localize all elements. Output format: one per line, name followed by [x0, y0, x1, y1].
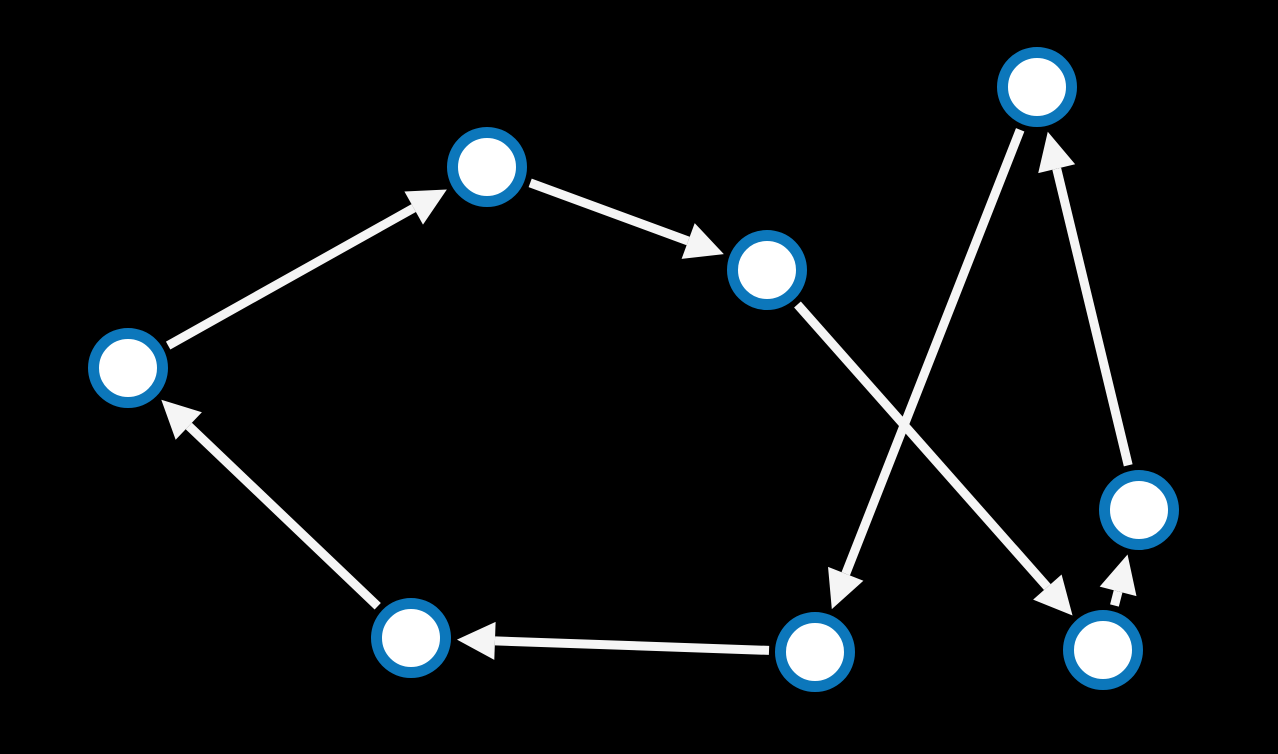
arrowhead-icon [1033, 574, 1073, 616]
graph-edge[interactable] [1110, 590, 1123, 607]
graph-node-circle[interactable] [1063, 610, 1143, 690]
arrowhead-icon [404, 189, 447, 225]
graph-node-circle[interactable] [997, 47, 1077, 127]
graph-node-circle[interactable] [88, 328, 168, 408]
graph-node[interactable] [1099, 470, 1179, 550]
edges-layer [161, 128, 1137, 660]
graph-edge[interactable] [185, 422, 381, 610]
graph-edge[interactable] [1052, 167, 1133, 467]
nodes-layer [88, 47, 1179, 692]
arrowhead-icon [828, 566, 864, 610]
graph-edge[interactable] [165, 204, 416, 350]
graph-node[interactable] [447, 127, 527, 207]
graph-node[interactable] [88, 328, 168, 408]
arrowhead-icon [1038, 131, 1076, 174]
graph-node[interactable] [371, 598, 451, 678]
arrowhead-icon [681, 223, 724, 259]
graph-node-circle[interactable] [447, 127, 527, 207]
graph-node-circle[interactable] [1099, 470, 1179, 550]
graph-node[interactable] [997, 47, 1077, 127]
graph-node[interactable] [727, 230, 807, 310]
graph-node-circle[interactable] [727, 230, 807, 310]
graph-edge[interactable] [841, 128, 1025, 576]
graph-edge[interactable] [494, 636, 770, 655]
arrowhead-icon [161, 399, 202, 440]
graph-edge[interactable] [794, 301, 1051, 591]
graph-node-circle[interactable] [775, 612, 855, 692]
graph-node-circle[interactable] [371, 598, 451, 678]
arrowhead-icon [1099, 554, 1137, 597]
arrowhead-icon [456, 621, 496, 660]
graph-node[interactable] [1063, 610, 1143, 690]
graph-node[interactable] [775, 612, 855, 692]
graph-edge[interactable] [528, 178, 690, 246]
